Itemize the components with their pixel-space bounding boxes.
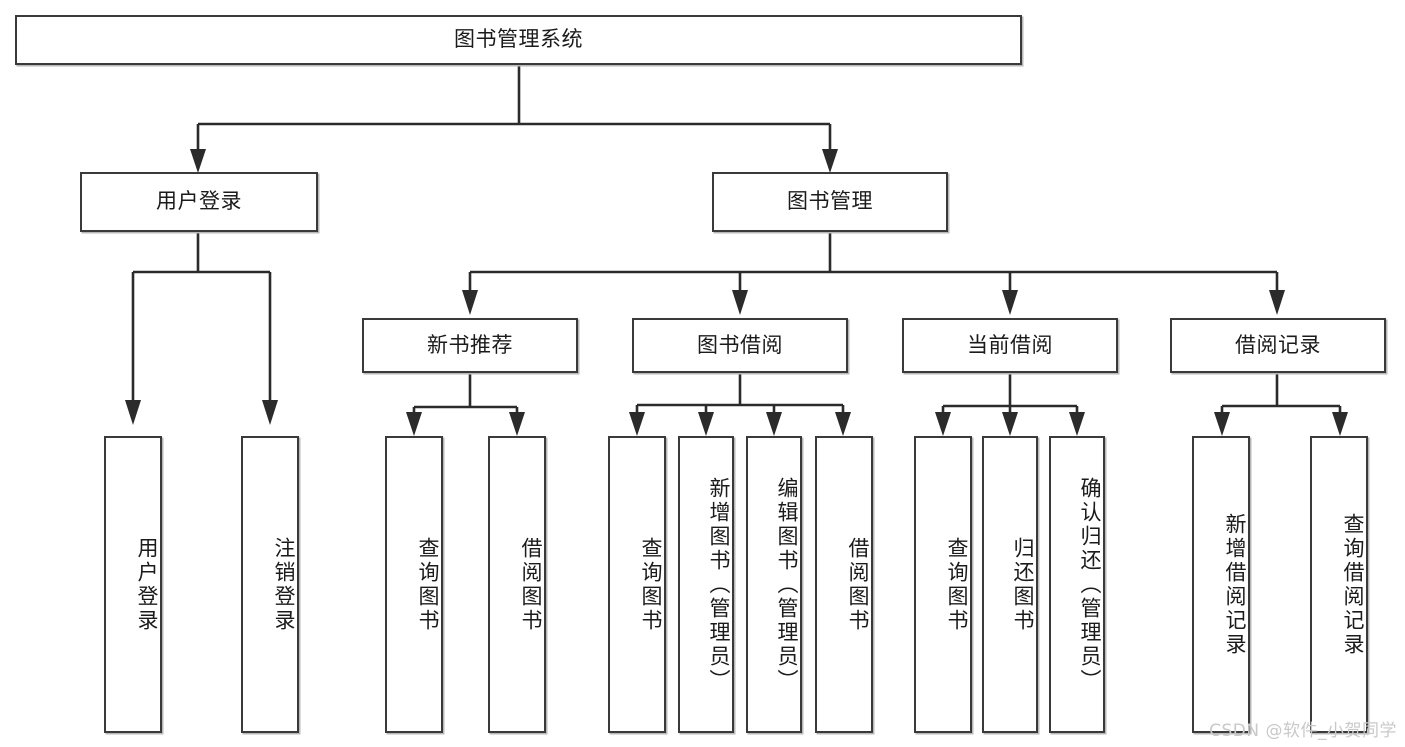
node-leaf-query-book-1[interactable]: 查询图书 bbox=[385, 436, 443, 733]
node-leaf-return-book[interactable]: 归还图书 bbox=[982, 436, 1038, 733]
node-book-manage[interactable]: 图书管理 bbox=[712, 172, 948, 232]
node-leaf-query-book-3[interactable]: 查询图书 bbox=[914, 436, 972, 733]
node-leaf-borrow-book-2[interactable]: 借阅图书 bbox=[815, 436, 873, 733]
node-leaf-edit-book[interactable]: 编辑图书（管理员） bbox=[746, 436, 802, 733]
node-book-borrow[interactable]: 图书借阅 bbox=[632, 318, 848, 373]
node-leaf-logout-login[interactable]: 注销登录 bbox=[241, 436, 299, 733]
node-borrow-record[interactable]: 借阅记录 bbox=[1170, 318, 1386, 373]
node-root-system[interactable]: 图书管理系统 bbox=[15, 15, 1022, 65]
node-user-login[interactable]: 用户登录 bbox=[80, 172, 318, 232]
node-new-book-recommend[interactable]: 新书推荐 bbox=[362, 318, 578, 373]
node-leaf-add-book[interactable]: 新增图书（管理员） bbox=[678, 436, 734, 733]
node-leaf-add-record[interactable]: 新增借阅记录 bbox=[1192, 436, 1250, 733]
node-leaf-query-record[interactable]: 查询借阅记录 bbox=[1310, 436, 1368, 733]
node-current-borrow[interactable]: 当前借阅 bbox=[902, 318, 1118, 373]
node-leaf-query-book-2[interactable]: 查询图书 bbox=[608, 436, 666, 733]
node-leaf-confirm-return[interactable]: 确认归还（管理员） bbox=[1049, 436, 1105, 733]
node-leaf-borrow-book-1[interactable]: 借阅图书 bbox=[488, 436, 546, 733]
node-leaf-user-login[interactable]: 用户登录 bbox=[104, 436, 162, 733]
